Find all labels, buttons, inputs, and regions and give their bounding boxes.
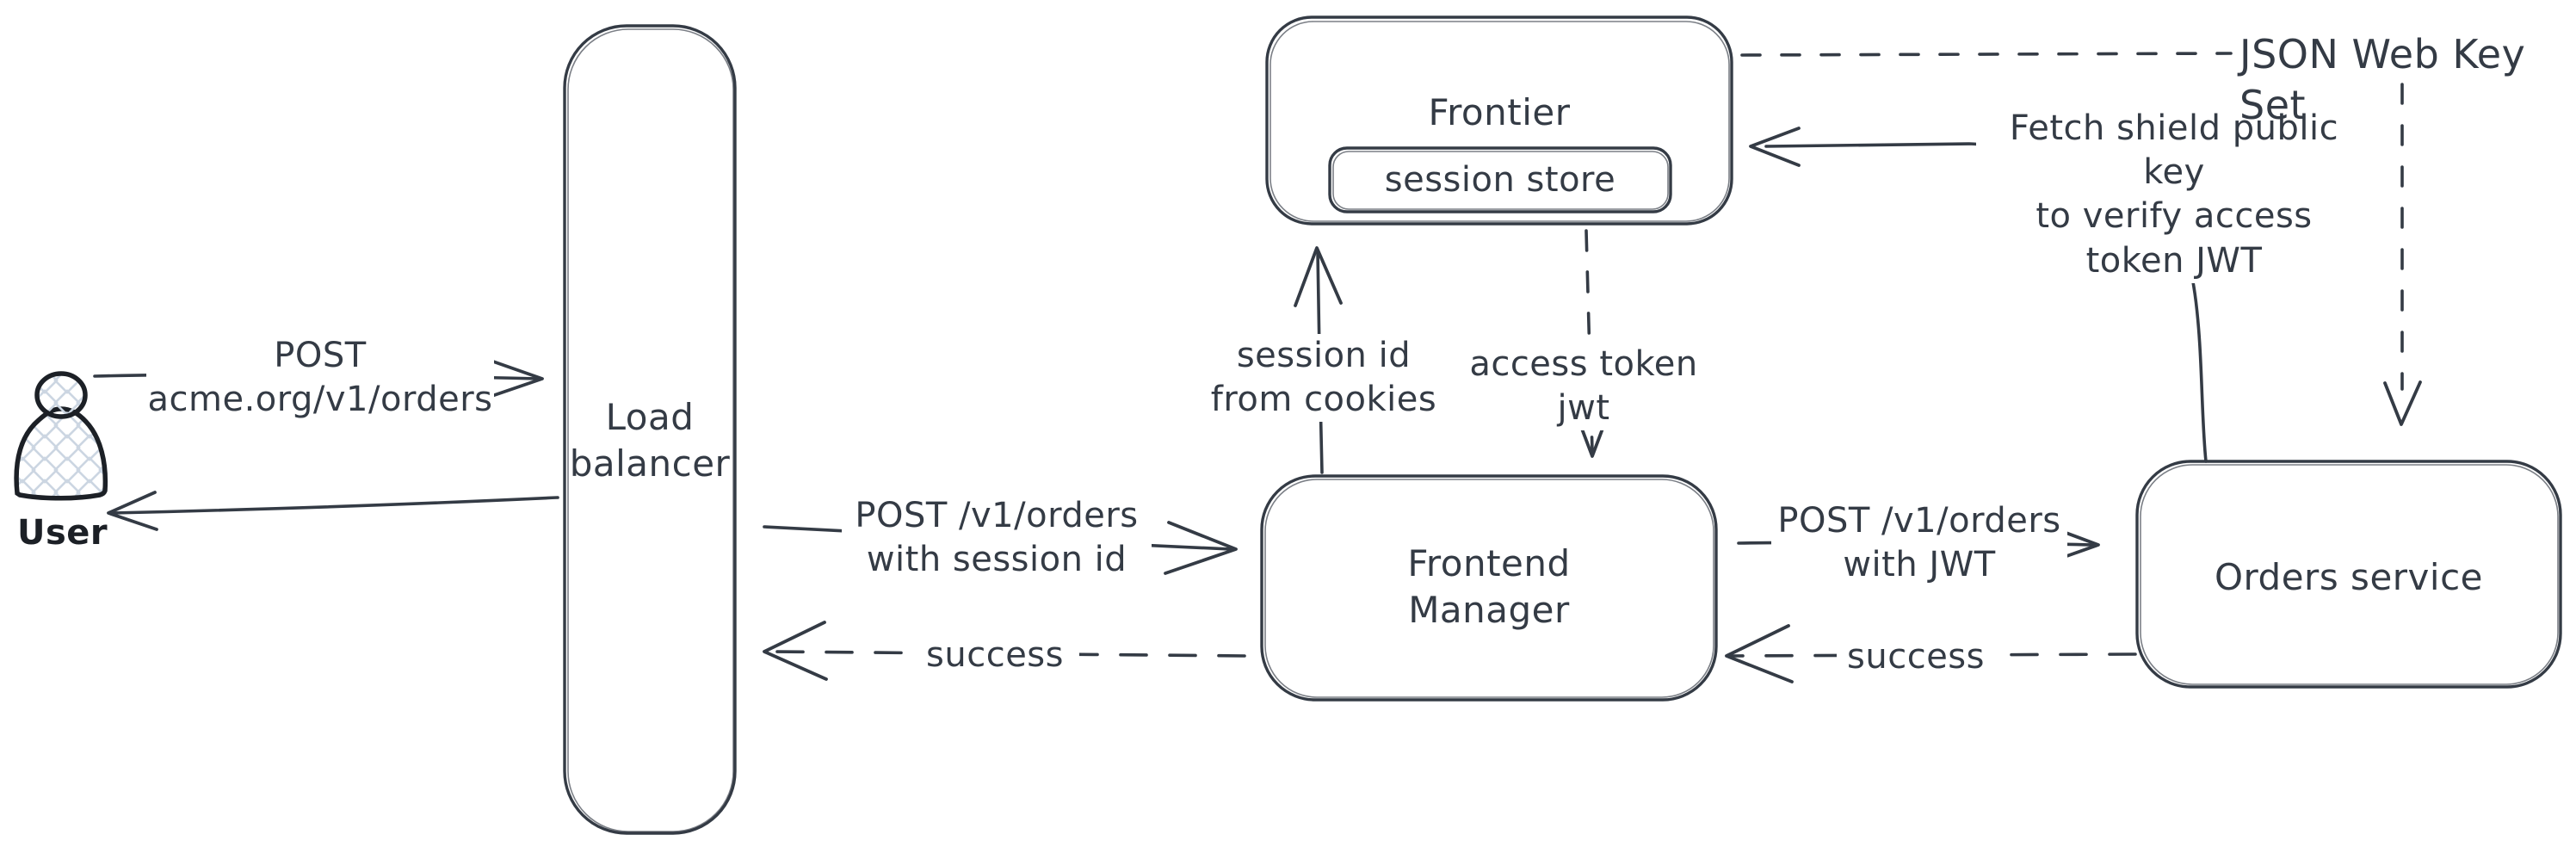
orders-service-label: Orders service [2214,556,2484,598]
session-store-box-sketch [1332,151,1669,210]
edge-label-success-left: success [911,634,1079,678]
frontend-manager-box-sketch [1264,479,1714,698]
arrowhead-jwks-to-orders [2383,380,2422,426]
user-icon-head [34,371,88,419]
frontier-box-sketch [1269,21,1730,222]
edge-lb-to-user-line [110,496,559,515]
frontend-manager-label: Frontend Manager [1407,542,1571,631]
load-balancer-box-sketch [567,28,734,832]
arrowhead-orders-to-frontier [1749,127,1801,167]
arrowhead-orders-to-fm [1725,624,1794,683]
edge-label-success-right: success [1837,635,1995,680]
edge-label-access-token-jwt: access token jwt [1461,343,1706,431]
arrowhead-lb-to-user [107,491,158,531]
edge-label-post-acme-orders: POST acme.org/v1/orders [146,334,494,423]
arrowhead-user-to-lb [475,355,544,403]
edge-label-fetch-shield-public-key: Fetch shield public key to verify access… [1976,107,2372,283]
frontend-manager-box [1260,474,1718,702]
arrowhead-lb-to-fm [1164,521,1238,575]
user-icon-body [14,406,108,501]
edge-fm-to-lb-line [769,650,1246,658]
load-balancer-box [563,24,737,835]
arrowhead-fm-to-lb [763,621,828,681]
arrowhead-fm-to-frontier [1294,246,1343,307]
frontier-label: Frontier [1428,91,1571,133]
session-store-box [1328,146,1672,213]
user-label: User [17,513,108,553]
orders-service-box-sketch [2140,464,2559,685]
load-balancer-label: Load balancer [569,396,731,485]
edge-label-session-id-from-cookies: session id from cookies [1208,334,1439,423]
edge-frontier-to-jwks-line [1740,52,2233,57]
session-store-label: session store [1384,160,1616,200]
user-icon [14,371,108,501]
orders-service-box [2135,460,2562,689]
edge-label-post-orders-session-id: POST /v1/orders with session id [842,494,1152,583]
edge-label-json-web-key-set: JSON Web Key Set [2239,31,2526,128]
edge-label-post-orders-jwt: POST /v1/orders with JWT [1771,499,2067,588]
